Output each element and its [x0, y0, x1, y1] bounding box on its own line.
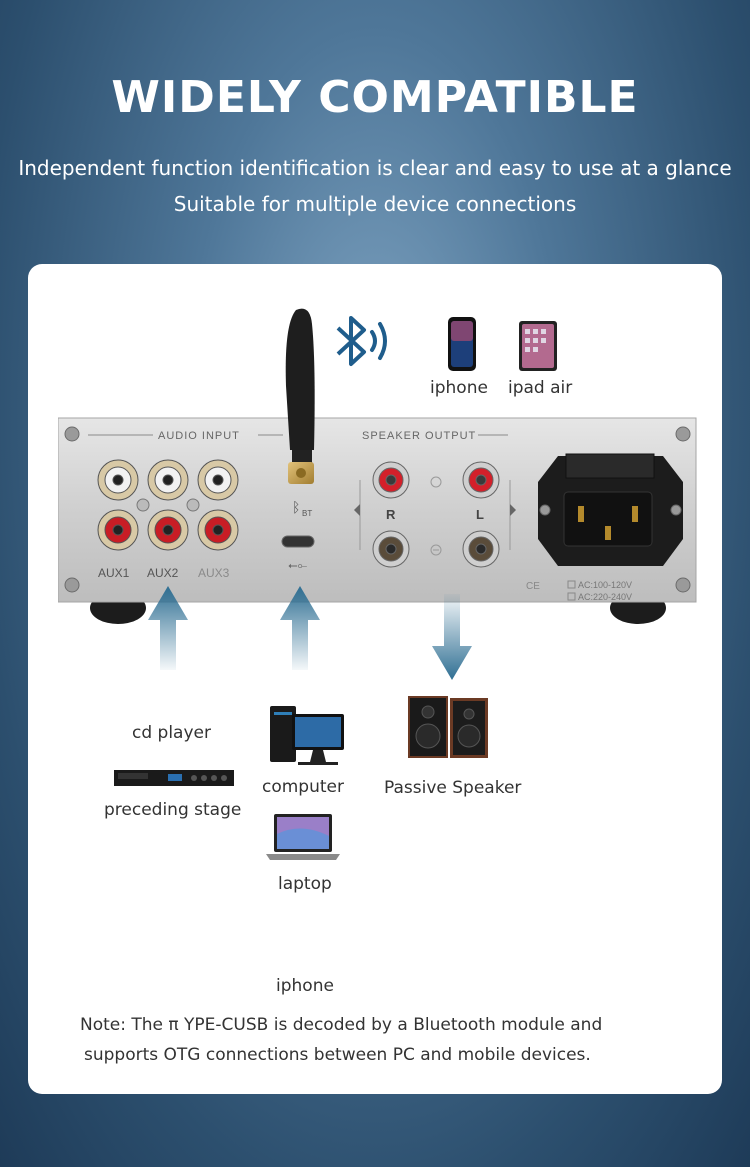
antenna-icon: [285, 308, 315, 484]
bt-label: BT: [302, 509, 312, 518]
ac-line-2: AC:220-240V: [578, 592, 632, 602]
bluetooth-icon: [336, 316, 387, 366]
speaker-output-arrow: [432, 594, 472, 680]
audio-input-label: AUDIO INPUT: [158, 430, 240, 442]
speaker-icon: [408, 696, 488, 758]
subtitle-line-2: Suitable for multiple device connections: [173, 192, 577, 216]
usb-c-port-icon: [281, 535, 315, 548]
content-card: iphone ipad air: [28, 264, 722, 1094]
note-line-1: Note: The π YPE-CUSB is decoded by a Blu…: [80, 1015, 603, 1035]
cd-player-label: cd player: [132, 723, 211, 743]
svg-text:⭠⟜: ⭠⟜: [288, 558, 308, 572]
ac-line-1: AC:100-120V: [578, 580, 632, 590]
compatibility-note: Note: The π YPE-CUSB is decoded by a Blu…: [80, 1010, 680, 1070]
speaker-output-label: SPEAKER OUTPUT: [362, 430, 476, 442]
ce-mark: CE: [526, 581, 540, 592]
passive-speaker-label: Passive Speaker: [384, 778, 522, 798]
laptop-icon: [266, 814, 340, 860]
computer-label: computer: [262, 777, 344, 797]
svg-text:ᛒ: ᛒ: [292, 499, 300, 515]
preamp-device-icon: [114, 770, 234, 786]
iphone-label-bottom: iphone: [276, 976, 334, 996]
preceding-stage-label: preceding stage: [104, 800, 242, 820]
aux3-label: AUX3: [198, 566, 230, 580]
iphone-icon: [448, 317, 476, 371]
subtitle-line-1: Independent function identification is c…: [18, 156, 732, 180]
amplifier-back-panel: AUDIO INPUT AUX1 AUX2 AUX3 ᛒ BT ⭠⟜: [58, 308, 697, 624]
computer-icon: [270, 706, 344, 765]
left-channel-label: L: [476, 507, 484, 522]
ipad-air-label: ipad air: [508, 378, 573, 398]
aux-input-arrow: [148, 586, 188, 670]
aux2-label: AUX2: [147, 566, 179, 580]
power-socket-icon: [538, 453, 683, 566]
iphone-label-top: iphone: [430, 378, 488, 398]
right-channel-label: R: [386, 507, 396, 522]
usb-input-arrow: [280, 586, 320, 670]
note-line-2: supports OTG connections between PC and …: [84, 1045, 591, 1065]
laptop-label: laptop: [278, 874, 332, 894]
page-title: WIDELY COMPATIBLE: [111, 72, 639, 123]
ipad-icon: [519, 321, 557, 371]
aux1-label: AUX1: [98, 566, 130, 580]
